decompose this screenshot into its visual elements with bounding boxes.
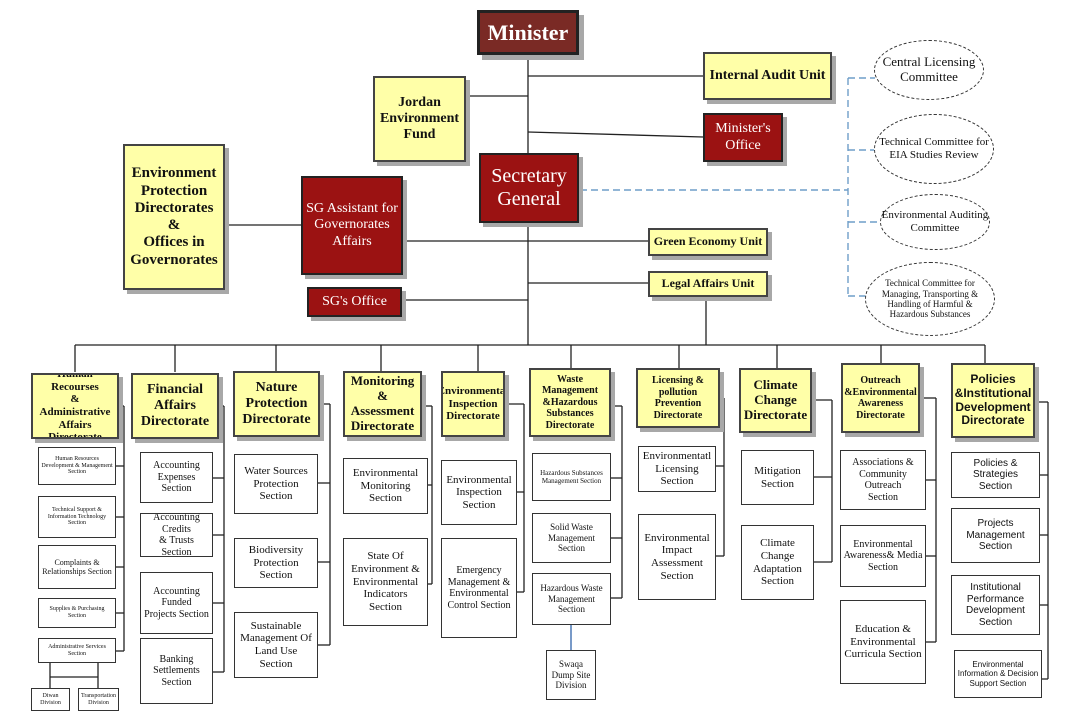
environmental-auditing-committee: Environmental Auditing Committee bbox=[880, 194, 990, 250]
hr-section-box: Complaints & Relationships Section bbox=[38, 545, 116, 589]
licensing-section-box: Environmentatl Licensing Section bbox=[638, 446, 716, 492]
hr-section-box: Human Resources Development & Management… bbox=[38, 447, 116, 485]
monitoring-section-box: State Of Environment & Environmental Ind… bbox=[343, 538, 428, 626]
hr-section-box: Supplies & Purchasing Section bbox=[38, 598, 116, 628]
hr-division-box: Diwan Division bbox=[31, 688, 70, 711]
financial-section-box: Banking Settlements Section bbox=[140, 638, 213, 704]
climate-directorate-box: Climate Change Directorate bbox=[739, 368, 812, 433]
policies-section-box: Institutional Performance Development Se… bbox=[951, 575, 1040, 635]
internal-audit-unit-box: Internal Audit Unit bbox=[703, 52, 832, 100]
hazardous-substances-committee: Technical Committee for Managing, Transp… bbox=[865, 262, 995, 336]
nature-section-box: Water Sources Protection Section bbox=[234, 454, 318, 514]
hr-section-box: Administrative Services Section bbox=[38, 638, 116, 663]
nature-directorate-box: Nature Protection Directorate bbox=[233, 371, 320, 437]
policies-section-box: Environmental Information & Decision Sup… bbox=[954, 650, 1042, 698]
licensing-section-box: Environmental Impact Assessment Section bbox=[638, 514, 716, 600]
technical-eia-committee: Technical Committee for EIA Studies Revi… bbox=[874, 114, 994, 184]
waste-division-box: Swaqa Dump Site Division bbox=[546, 650, 596, 700]
legal-affairs-unit-box: Legal Affairs Unit bbox=[648, 271, 768, 297]
central-licensing-committee: Central Licensing Committee bbox=[874, 40, 984, 100]
sg-office-box: SG's Office bbox=[307, 287, 402, 317]
secretary-general-box: Secretary General bbox=[479, 153, 579, 223]
policies-section-box: Policies & Strategies Section bbox=[951, 452, 1040, 498]
inspection-directorate-box: Environmental Inspection Directorate bbox=[441, 371, 505, 437]
policies-directorate-box: Policies &Institutional Development Dire… bbox=[951, 363, 1035, 438]
env-protection-governorates-box: Environment Protection Directorates & Of… bbox=[123, 144, 225, 290]
policies-section-box: Projects Management Section bbox=[951, 508, 1040, 563]
climate-section-box: Mitigation Section bbox=[741, 450, 814, 505]
financial-section-box: Accounting Credits & Trusts Section bbox=[140, 513, 213, 557]
outreach-section-box: Education & Environmental Curricula Sect… bbox=[840, 600, 926, 684]
outreach-section-box: Environmental Awareness& Media Section bbox=[840, 525, 926, 587]
waste-section-box: Hazardous Waste Management Section bbox=[532, 573, 611, 625]
hr-section-box: Technical Support & Information Technolo… bbox=[38, 496, 116, 538]
green-economy-unit-box: Green Economy Unit bbox=[648, 228, 768, 256]
financial-section-box: Accounting Funded Projects Section bbox=[140, 572, 213, 634]
outreach-section-box: Associations & Community Outreach Sectio… bbox=[840, 450, 926, 510]
waste-section-box: Solid Waste Management Section bbox=[532, 513, 611, 563]
waste-directorate-box: Waste Management &Hazardous Substances D… bbox=[529, 368, 611, 437]
financial-directorate-box: Financial Affairs Directorate bbox=[131, 373, 219, 439]
waste-section-box: Hazardous Substances Management Section bbox=[532, 453, 611, 501]
hr-division-box: Transportation Division bbox=[78, 688, 119, 711]
minister-office-box: Minister's Office bbox=[703, 113, 783, 162]
minister-box: Minister bbox=[477, 10, 579, 55]
climate-section-box: Climate Change Adaptation Section bbox=[741, 525, 814, 600]
monitoring-directorate-box: Monitoring & Assessment Directorate bbox=[343, 371, 422, 437]
licensing-directorate-box: Licensing & pollution Prevention Directo… bbox=[636, 368, 720, 428]
sg-assistant-governorates-box: SG Assistant for Governorates Affairs bbox=[301, 176, 403, 275]
outreach-directorate-box: Outreach &Environmental Awareness Direct… bbox=[841, 363, 920, 433]
inspection-section-box: Emergency Management & Environmental Con… bbox=[441, 538, 517, 638]
hr-directorate-box: Human Recourses & Administrative Affairs… bbox=[31, 373, 119, 439]
jordan-environment-fund-box: Jordan Environment Fund bbox=[373, 76, 466, 162]
nature-section-box: Sustainable Management Of Land Use Secti… bbox=[234, 612, 318, 678]
monitoring-section-box: Environmental Monitoring Section bbox=[343, 458, 428, 514]
nature-section-box: Biodiversity Protection Section bbox=[234, 538, 318, 588]
financial-section-box: Accounting Expenses Section bbox=[140, 452, 213, 503]
inspection-section-box: Environmental Inspection Section bbox=[441, 460, 517, 525]
